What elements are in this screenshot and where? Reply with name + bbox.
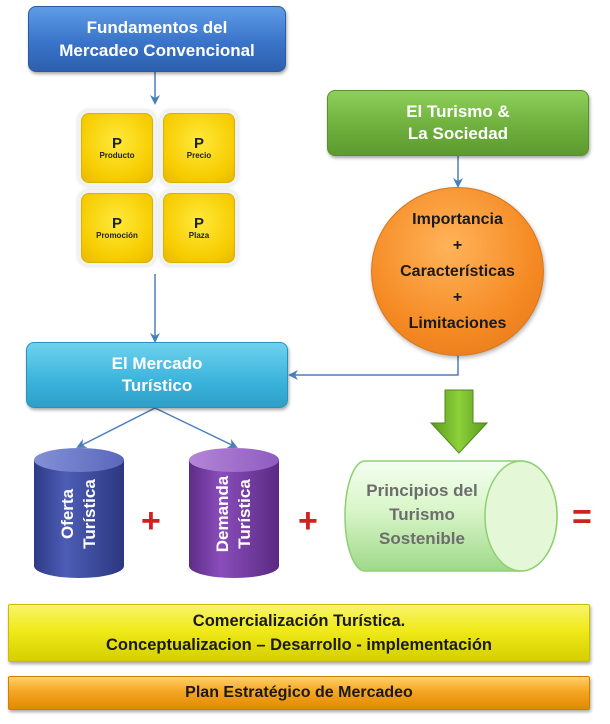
oferta-cylinder <box>34 448 124 578</box>
plus-operator-2: + <box>298 502 318 540</box>
p-precio-tile: P Precio <box>163 113 235 183</box>
p-plaza-tile: P Plaza <box>163 193 235 263</box>
p-label: Producto <box>99 150 135 160</box>
p-letter: P <box>111 214 122 232</box>
circle-plus-2: + <box>452 288 463 306</box>
mercado-turistico-box: El Mercado Turístico <box>26 342 288 408</box>
principios-line2: Turismo <box>389 505 455 524</box>
p-producto-tile: P Producto <box>81 113 153 183</box>
plan-label: Plan Estratégico de Mercadeo <box>185 684 413 701</box>
turismo-sociedad-box: El Turismo & La Sociedad <box>327 90 589 156</box>
comercializacion-line1: Comercialización Turística. <box>192 612 406 630</box>
p-letter: P <box>193 214 204 232</box>
fundamentos-line1: Fundamentos del <box>86 18 228 37</box>
comercializacion-line2: Conceptualizacion – Desarrollo - impleme… <box>105 636 492 654</box>
arrow-mercado-to-demanda <box>154 407 238 449</box>
oferta-label: Oferta Turística <box>57 459 101 569</box>
green-down-arrow <box>429 389 489 454</box>
mercado-line1: El Mercado <box>111 354 203 373</box>
circle-limitaciones: Limitaciones <box>408 314 507 332</box>
p-label: Plaza <box>188 230 210 240</box>
principios-line1: Principios del <box>366 481 478 500</box>
plus-operator-1: + <box>141 502 161 540</box>
p-label: Promoción <box>96 230 138 240</box>
plan-estrategico-bar: Plan Estratégico de Mercadeo <box>8 676 590 710</box>
principios-cylinder <box>344 460 558 572</box>
oferta-line1: Oferta <box>58 488 77 540</box>
demanda-label: Demanda Turística <box>212 459 256 569</box>
turismo-line1: El Turismo & <box>406 102 510 121</box>
circle-plus-1: + <box>452 236 463 254</box>
fundamentos-box: Fundamentos del Mercadeo Convencional <box>28 6 286 72</box>
comercializacion-bar: Comercialización Turística. Conceptualiz… <box>8 604 590 662</box>
importancia-circle: Importancia + Características + Limitaci… <box>371 187 544 356</box>
p-label: Precio <box>186 150 212 160</box>
arrow-mercado-to-oferta <box>76 407 156 448</box>
fundamentos-line2: Mercadeo Convencional <box>59 41 255 60</box>
demanda-line1: Demanda <box>213 475 232 553</box>
p-promocion-tile: P Promoción <box>81 193 153 263</box>
demanda-line2: Turística <box>235 479 254 549</box>
p-letter: P <box>193 134 204 152</box>
turismo-line2: La Sociedad <box>407 124 509 143</box>
demanda-cylinder <box>189 448 279 578</box>
arrow-circle-to-mercado <box>288 356 459 380</box>
mercado-line2: Turístico <box>121 376 193 395</box>
p-letter: P <box>111 134 122 152</box>
oferta-line2: Turística <box>80 479 99 549</box>
principios-label: Principios del Turismo Sostenible <box>352 479 492 551</box>
circle-caracteristicas: Características <box>400 262 515 280</box>
circle-importancia: Importancia <box>412 210 503 228</box>
principios-line3: Sostenible <box>379 529 465 548</box>
equals-operator: = <box>572 498 592 536</box>
